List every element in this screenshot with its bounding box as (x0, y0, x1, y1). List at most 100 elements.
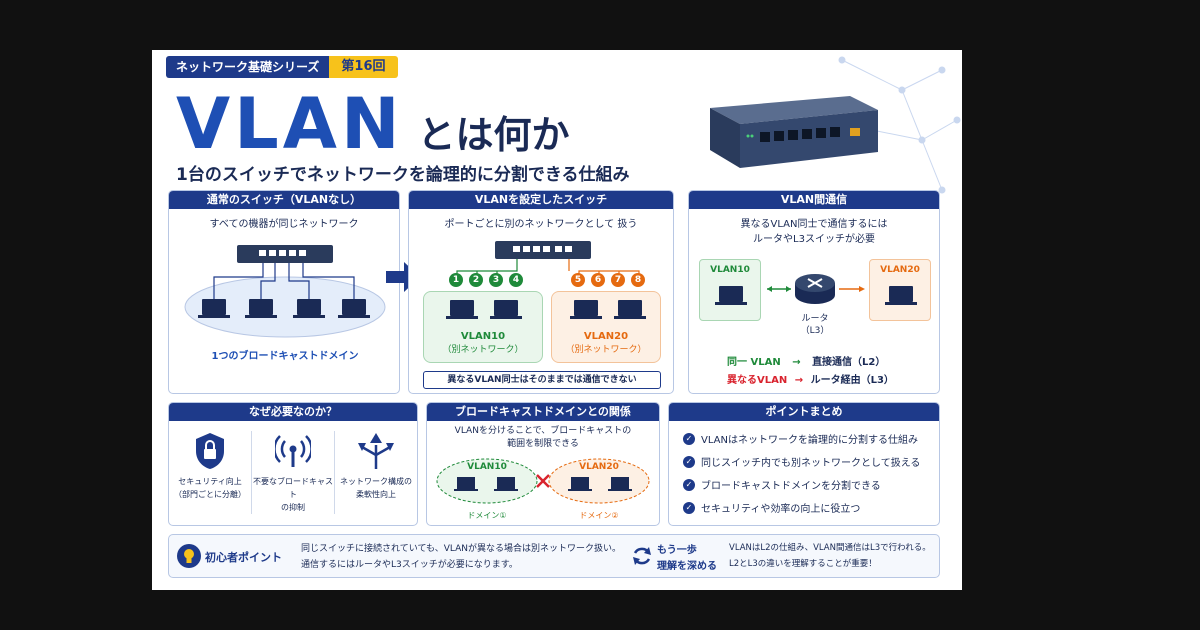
point-item: ✓ブロードキャストドメインを分割できる (683, 477, 939, 492)
inter-vlan10-label: VLAN10 (710, 265, 750, 275)
inter-caption-2: ルータやL3スイッチが必要 (753, 234, 875, 245)
vlan20-sub: （別ネットワーク） (565, 345, 647, 355)
row2-label: 異なるVLAN (727, 375, 788, 386)
why-item-3-line1: ネットワーク構成の (340, 477, 412, 486)
why-item-flexibility: ネットワーク構成の 柔軟性向上 (335, 431, 417, 514)
panel-vlan-heading: VLANを設定したスイッチ (409, 191, 673, 209)
point-text: セキュリティや効率の向上に役立つ (701, 504, 861, 515)
panel-inter-vlan: VLAN間通信 異なるVLAN同士で通信するには ルータやL3スイッチが必要 V… (688, 190, 940, 394)
broadcast-caption-1: VLANを分けることで、ブロードキャストの (454, 426, 632, 436)
page-title: VLAN とは何か (176, 84, 570, 164)
inter-vlan10-box: VLAN10 (699, 259, 761, 321)
row1-value: 直接通信（L2） (812, 357, 886, 368)
point-item: ✓ 同じスイッチ内でも別ネットワークとして扱える (683, 454, 939, 469)
panel-broadcast-heading: ブロードキャストドメインとの関係 (427, 403, 659, 421)
check-icon: ✓ (683, 501, 695, 514)
vlan10-group: VLAN10 （別ネットワーク） (423, 291, 543, 363)
row2-value: ルータ経由（L3） (810, 375, 894, 386)
tip-label: 初心者ポイント (205, 551, 282, 564)
row2-arrow: → (794, 375, 804, 386)
why-item-security: セキュリティ向上 （部門ごとに分離） (169, 431, 252, 514)
why-item-1-line2: （部門ごとに分離） (174, 490, 246, 499)
port-3: 3 (489, 273, 503, 287)
port-2: 2 (469, 273, 483, 287)
port-5: 5 (571, 273, 585, 287)
normal-switch-diagram (184, 245, 386, 338)
broadcast-vlan20: VLAN20 (579, 462, 619, 472)
why-item-1-line1: セキュリティ向上 (178, 477, 242, 486)
inter-vlan20-label: VLAN20 (880, 265, 920, 275)
port-1: 1 (449, 273, 463, 287)
panel-points: ポイントまとめ ✓ VLANはネットワークを論理的に分割する仕組み ✓ 同じスイッチ… (668, 402, 940, 526)
router-label: ルータ (801, 314, 829, 324)
infographic-card: ネットワーク基礎シリーズ 第16回 VLAN とは何か 1台のスイッチでネットワ… (152, 50, 962, 590)
broadcast-caption-2: 範囲を制限できる (507, 439, 579, 449)
domain-1-label: ドメイン① (467, 511, 507, 520)
port-8: 8 (631, 273, 645, 287)
vlan20-group: VLAN20 （別ネットワーク） (551, 291, 661, 363)
panel-vlan-switch: VLANを設定したスイッチ ポートごとに別のネットワークとして 扱う 1 2 3… (408, 190, 674, 394)
branch-arrows-icon (358, 433, 394, 469)
why-item-3-line2: 柔軟性向上 (356, 490, 396, 499)
domain-2-label: ドメイン② (579, 511, 619, 520)
panel-normal-heading: 通常のスイッチ（VLANなし） (169, 191, 399, 209)
vlan-note: 異なるVLAN同士はそのままでは通信できない (423, 371, 661, 389)
laptop-icon (446, 300, 522, 319)
tip-line-1: 同じスイッチに接続されていても、VLANが異なる場合は別ネットワーク扱い。 (301, 544, 622, 554)
broadcast-vlan10: VLAN10 (467, 462, 507, 472)
refresh-arrows-icon (633, 547, 651, 565)
panel-broadcast: ブロードキャストドメインとの関係 VLANを分けることで、ブロードキャストの 範… (426, 402, 660, 526)
inter-row-2: 異なるVLAN → ルータ経由（L3） (727, 371, 894, 386)
inter-vlan20-box: VLAN20 (869, 259, 931, 321)
deep-label-2: 理解を深める (657, 561, 717, 572)
why-item-2-line2: の抑制 (281, 503, 305, 512)
port-7: 7 (611, 273, 625, 287)
tip-line-2: 通信するにはルータやL3スイッチが必要になります。 (301, 560, 518, 570)
router-diagram (767, 274, 865, 304)
point-text: 同じスイッチ内でも別ネットワークとして扱える (701, 458, 921, 469)
laptop-icon (715, 286, 747, 305)
deep-line-2: L2とL3の違いを理解することが重要！ (729, 559, 877, 569)
panel-why-heading: なぜ必要なのか？ (169, 403, 417, 421)
series-badge: ネットワーク基礎シリーズ 第16回 (166, 56, 398, 78)
check-icon: ✓ (683, 455, 695, 468)
network-switch-illustration (710, 96, 878, 168)
vlan10-sub: （別ネットワーク） (442, 345, 524, 355)
laptop-icon (570, 300, 646, 319)
check-icon: ✓ (683, 478, 695, 491)
page-subtitle: 1台のスイッチでネットワークを論理的に分割できる仕組み (176, 165, 630, 185)
row1-arrow: → (792, 357, 801, 368)
deep-label-1: もう一歩 (657, 545, 697, 556)
panel-vlan-caption: ポートごとに別のネットワークとして 扱う (444, 219, 638, 230)
why-item-broadcast: 不要なブロードキャスト の抑制 (252, 431, 335, 514)
panel-normal-caption: すべての機器が同じネットワーク (209, 219, 359, 230)
point-item: ✓ VLANはネットワークを論理的に分割する仕組み (683, 431, 939, 446)
broadcast-domain-label: 1つのブロードキャストドメイン (211, 351, 359, 362)
episode-label: 第16回 (329, 56, 398, 78)
shield-lock-icon (196, 433, 224, 469)
panel-inter-heading: VLAN間通信 (689, 191, 939, 209)
broadcast-domain-diagram (436, 458, 650, 504)
deep-line-1: VLANはL2の仕組み、VLAN間通信はL3で行われる。 (729, 543, 931, 553)
panel-normal-switch: 通常のスイッチ（VLANなし） すべての機器が同じネットワーク 1つのブロードキ… (168, 190, 400, 394)
lightbulb-icon (177, 544, 201, 568)
port-6: 6 (591, 273, 605, 287)
router-sub: （L3） (800, 326, 830, 336)
title-main: VLAN (176, 83, 404, 165)
title-rest: とは何か (417, 113, 570, 157)
point-text: VLANはネットワークを論理的に分割する仕組み (701, 435, 918, 446)
vlan20-name: VLAN20 (583, 331, 629, 342)
port-4: 4 (509, 273, 523, 287)
row1-label: 同一 VLAN (727, 357, 781, 368)
point-item: ✓ セキュリティや効率の向上に役立つ (683, 500, 939, 515)
laptop-icon (885, 286, 917, 305)
vlan10-name: VLAN10 (460, 331, 506, 342)
panel-points-heading: ポイントまとめ (669, 403, 939, 421)
inter-caption-1: 異なるVLAN同士で通信するには (740, 219, 888, 230)
series-label: ネットワーク基礎シリーズ (166, 56, 330, 78)
network-decoration (838, 56, 961, 194)
inter-row-1: 同一 VLAN → 直接通信（L2） (727, 353, 885, 368)
check-icon: ✓ (683, 432, 695, 445)
why-item-2-line1: 不要なブロードキャスト (253, 477, 333, 499)
panel-why: なぜ必要なのか？ セキュリティ向上 （部門ごとに分離） 不要なブロードキャスト … (168, 402, 418, 526)
